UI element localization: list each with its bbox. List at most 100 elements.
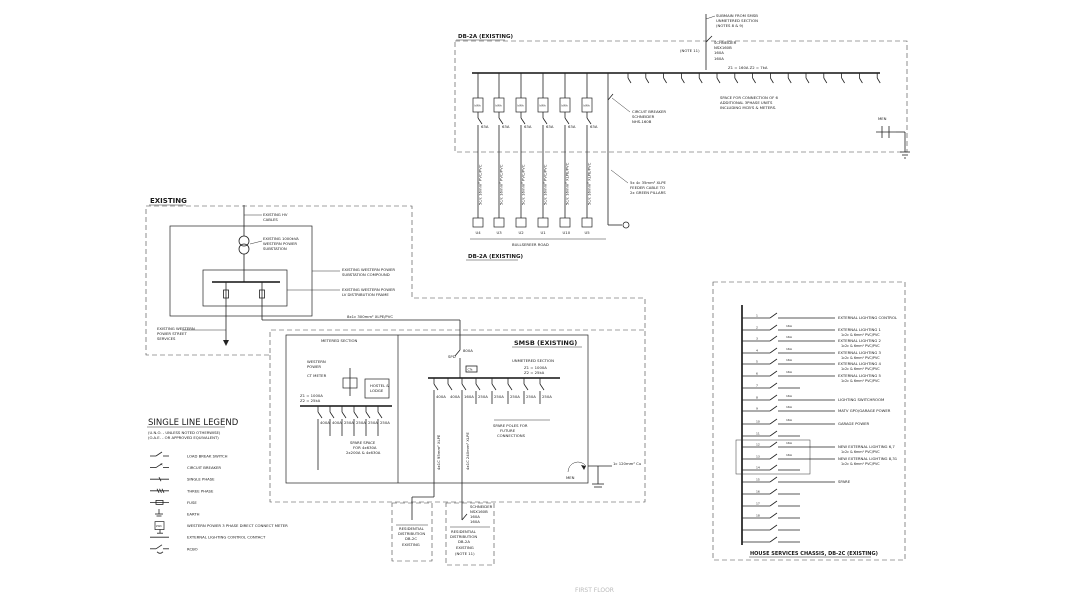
breaker-rating: 63A (524, 124, 532, 129)
feeder-left-label: 4x1C 95mm² XLPE (436, 434, 441, 470)
smsb-ct-label: CTs (468, 368, 473, 372)
circuit-number: 5 (756, 360, 758, 364)
metered-title: METERED SECTION (321, 338, 357, 343)
metered-z1: Z1 = 1000A (300, 393, 323, 398)
circuit-number: 16 (756, 490, 760, 494)
unit-cable-label: 5c/c 16mm² PVC/PVC (478, 164, 483, 205)
db2c-circuit: 11 (742, 430, 800, 437)
db2a-cb-note-3: NHS-160B (632, 119, 652, 124)
unit-cable-label: 5c/c 16mm² PVC/PVC (521, 164, 526, 205)
x-mark-icon: × (160, 462, 163, 467)
circuit-rating: 16A (786, 324, 793, 328)
dist-left-2: DISTRIBUTION (398, 531, 425, 536)
unit-terminal (559, 217, 571, 228)
circuit-cable: 1c2c & 6mm² PVC/PVC (841, 333, 880, 337)
legend-item-label: EXTERNAL LIGHTING CONTROL CONTACT (187, 535, 266, 540)
single-line-legend: SINGLE LINE LEGEND (U.N.O. - UNLESS NOTE… (147, 418, 288, 554)
legend-item: LOAD BREAK SWITCH (150, 451, 228, 459)
dist-right-switch-1: SCHNEIDER (470, 504, 493, 509)
metered-z2: Z2 = 25kA (300, 398, 321, 403)
circuit-number: 15 (756, 478, 760, 482)
circuit-number: 11 (756, 432, 760, 436)
smsb-enclosure (285, 334, 589, 484)
transformer-secondary (238, 243, 250, 255)
circuit-number: 17 (756, 502, 760, 506)
smsb-main-switch: SPD (448, 354, 456, 359)
legend-item-label: THREE PHASE (186, 488, 214, 493)
circuit-cable: 1c2c & 6mm² PVC/PVC (841, 367, 880, 371)
circuit-number: 7 (756, 384, 758, 388)
dist-right-switch-3: 160A (470, 514, 480, 519)
unit-cable-label: 5c/c 16mm² XLPE/PVC (587, 162, 592, 205)
legend-item-label: EARTH (187, 512, 200, 517)
db2a-cb-note-1: CIRCUIT BREAKER (632, 109, 666, 114)
transformer-primary (238, 235, 250, 247)
footer-text: FIRST FLOOR (575, 587, 614, 594)
unmetered-breaker-rating: 400A (450, 394, 460, 399)
db2a-feeder-note-2: FEEDER CABLE TO (630, 185, 665, 190)
circuit-label: NEW EXTERNAL LIGHTING 8,31 (838, 456, 898, 461)
unit-cable-label: 5c/c 16mm² PVC/PVC (543, 164, 548, 205)
hostel-1: HOSTEL & (370, 383, 389, 388)
circuit-rating: 16A (786, 358, 793, 362)
spare-poles-1: SPARE POLES FOR (493, 423, 528, 428)
legend-item-label: CIRCUIT BREAKER (187, 465, 221, 470)
circuit-number: 14 (756, 466, 760, 470)
unmetered-breaker-rating: 250A (526, 394, 536, 399)
spare-space-3: 2x200A & 4x630A (346, 450, 381, 455)
dist-right-switch-4: 160A (470, 519, 480, 524)
breaker-rating: 63A (546, 124, 554, 129)
dist-left-3: DB-2C (405, 536, 417, 541)
db2a-bus-rating: Z1 = 160A Z2 = 7kA (728, 65, 768, 70)
circuit-rating: 16A (786, 370, 793, 374)
circuit-number: 10 (756, 420, 760, 424)
circuit-number: 1 (756, 314, 758, 318)
dist-right-2: DISTRIBUTION (450, 534, 477, 539)
unmetered-breaker-rating: 400A (436, 394, 446, 399)
meter-icon-label: kWh (156, 524, 162, 528)
db2a-spare-note-2: ADDITIONAL 3PHASE UNITS (720, 100, 773, 105)
earth-cable-label: 1c 120mm² Cu (613, 461, 642, 466)
smsb-main-rating: 800A (463, 348, 473, 353)
unmetered-breaker-rating: 250A (510, 394, 520, 399)
spare-poles-3: CONNECTIONS (497, 433, 526, 438)
circuit-label: GARAGE POWER (838, 421, 870, 426)
circuit-rating: 16A (786, 335, 793, 339)
circuit-rating: 16A (786, 405, 793, 409)
unit-terminal (537, 217, 549, 228)
unmetered-breaker-rating: 250A (478, 394, 488, 399)
unit-terminal (472, 217, 484, 228)
circuit-number: 8 (756, 396, 758, 400)
hostel-2: LODGE (370, 388, 384, 393)
metered-breaker-rating: 250A (344, 420, 354, 425)
legend-item: EARTH (155, 509, 200, 517)
db2a-main-switch-1: SCHNEIDER (714, 40, 737, 45)
db2c-new-lighting-box (735, 439, 811, 475)
street-note-1: EXISTING WESTERN (157, 326, 195, 331)
legend-item-label: RCBO (187, 546, 198, 551)
smsb-outer-dashed (269, 330, 646, 503)
unit-label: U5 (585, 230, 591, 235)
unit-terminal (515, 217, 527, 228)
existing-dashed-boundary (145, 205, 646, 356)
circuit-number: 18 (756, 514, 760, 518)
hv-note-2: CABLES (263, 217, 278, 222)
compound-note-1: EXISTING WESTERN POWER (342, 267, 395, 272)
hv-note-1: EXISTING HV (263, 212, 288, 217)
db2c-circuit: 7 (742, 382, 800, 389)
hostel-lodge-box (364, 378, 390, 399)
metered-power-2: POWER (307, 364, 321, 369)
circuit-rating: 16A (786, 347, 793, 351)
supply-cable-label: 8x1c 300mm² XLPE/PVC (347, 314, 393, 319)
kwh-meter-label: kWh (518, 104, 524, 108)
db2c-caption: HOUSE SERVICES CHASSIS, DB-2C (EXISTING) (750, 551, 878, 557)
